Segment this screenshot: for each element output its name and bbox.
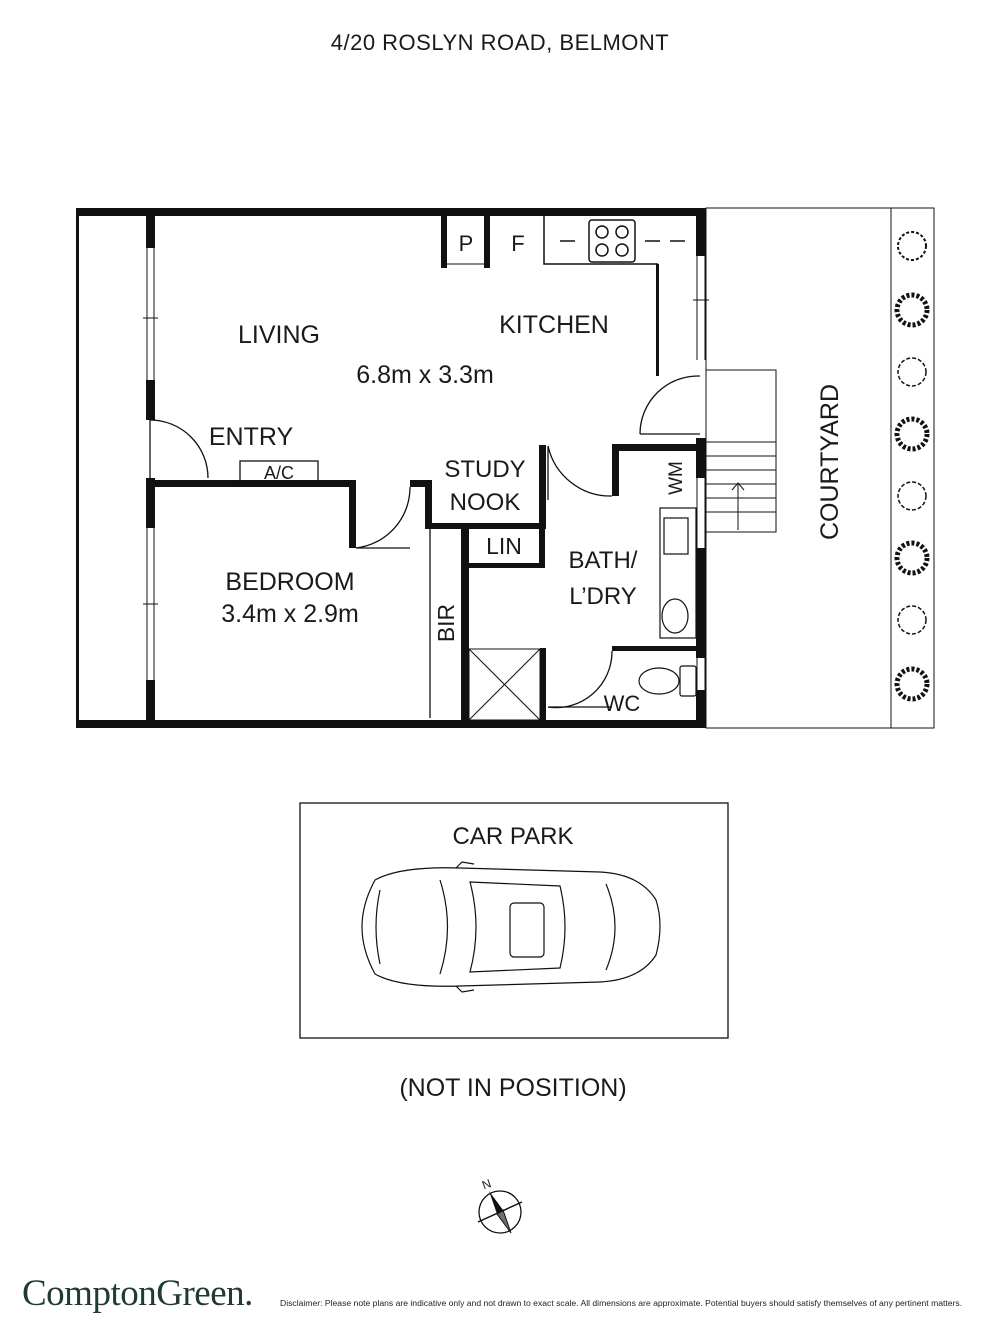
pantry bbox=[441, 216, 490, 268]
disclaimer-text: Disclaimer: Please note plans are indica… bbox=[280, 1298, 963, 1308]
label-bedroom-dims: 3.4m x 2.9m bbox=[221, 600, 359, 628]
kitchen-bench bbox=[543, 216, 685, 265]
label-not-in-position: (NOT IN POSITION) bbox=[399, 1074, 626, 1102]
windows bbox=[143, 248, 709, 690]
label-bir: BIR bbox=[433, 604, 459, 642]
cooktop-icon bbox=[588, 219, 636, 263]
label-study-2: NOOK bbox=[450, 489, 521, 516]
shower bbox=[468, 648, 541, 721]
ac-unit bbox=[239, 460, 319, 482]
bathroom-fixtures bbox=[638, 507, 697, 697]
shrubs bbox=[894, 231, 930, 702]
label-wc: WC bbox=[604, 691, 641, 716]
label-car-park: CAR PARK bbox=[453, 823, 574, 850]
label-fridge: F bbox=[511, 231, 524, 256]
label-ac: A/C bbox=[264, 463, 294, 483]
label-kitchen: KITCHEN bbox=[499, 311, 609, 339]
label-compass-north: N bbox=[480, 1176, 493, 1192]
label-linen: LIN bbox=[486, 533, 522, 559]
courtyard bbox=[705, 207, 935, 729]
label-courtyard: COURTYARD bbox=[816, 384, 844, 540]
brand-logo: ComptonGreen. bbox=[22, 1273, 253, 1314]
label-bath-2: L’DRY bbox=[569, 583, 637, 610]
label-wm: WM bbox=[666, 461, 687, 495]
label-study-1: STUDY bbox=[444, 456, 525, 483]
doors bbox=[149, 375, 701, 718]
label-living-dims: 6.8m x 3.3m bbox=[356, 361, 494, 389]
label-living: LIVING bbox=[238, 321, 320, 349]
car-park-box bbox=[299, 802, 729, 1039]
compass-icon bbox=[477, 1190, 523, 1234]
walls bbox=[76, 208, 706, 728]
label-bedroom: BEDROOM bbox=[225, 568, 354, 596]
steps bbox=[706, 369, 777, 533]
address-title: 4/20 ROSLYN ROAD, BELMONT bbox=[330, 30, 670, 55]
label-bath-1: BATH/ bbox=[569, 547, 638, 574]
car-icon bbox=[361, 861, 661, 993]
label-entry: ENTRY bbox=[209, 423, 294, 451]
label-pantry: P bbox=[459, 231, 474, 256]
